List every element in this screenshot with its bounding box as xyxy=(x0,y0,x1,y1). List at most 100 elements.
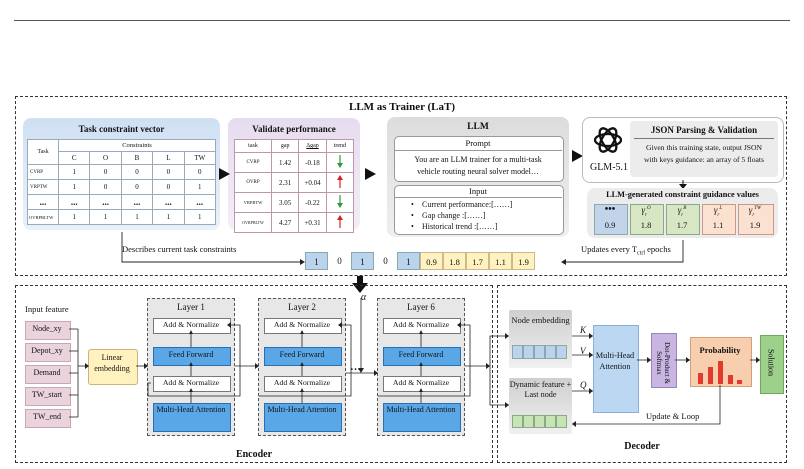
guidance-cell-dots xyxy=(594,204,628,235)
updates-label: Updates every Tctrl epochs xyxy=(581,244,671,257)
arrow-down-icon xyxy=(679,180,687,189)
vector-cell: 1 xyxy=(305,252,328,270)
linear-embedding-label: Linear embedding xyxy=(94,353,130,373)
feature-box xyxy=(25,365,71,384)
feature-box xyxy=(25,387,71,406)
decoder-mha-label: Multi-Head Attention xyxy=(595,351,635,371)
json-box xyxy=(630,121,778,177)
prompt-box xyxy=(394,136,564,182)
probability-bar xyxy=(737,380,742,384)
feed-forward-label: Feed Forward xyxy=(168,350,214,359)
layer-title: Layer 1 xyxy=(177,302,205,312)
value-label: V xyxy=(580,346,586,356)
vector-cell: 1.1 xyxy=(489,252,512,270)
encoder-label: Encoder xyxy=(235,449,273,460)
guidance-cell-tw xyxy=(738,204,774,235)
guidance-value: 1.1 xyxy=(712,220,724,230)
input-item: Gap change :[……] xyxy=(422,211,486,220)
add-normalize-label: Add & Normalize xyxy=(392,320,450,329)
vector-cell: 1.9 xyxy=(512,252,535,270)
constraint-table: Task Constraints C O B L TW CVRP 1 0 0 0… xyxy=(27,139,217,225)
feature-box xyxy=(25,321,71,340)
input-bullet: • xyxy=(411,211,414,220)
layer-title: Layer 6 xyxy=(407,302,435,312)
dynamic-feature-label: Dynamic feature + Last node xyxy=(509,380,572,399)
linear-embedding-box xyxy=(88,349,138,385)
embedding-cell xyxy=(556,345,567,359)
prompt-label: Prompt xyxy=(465,138,491,148)
guidance-symbol-l: γrL xyxy=(713,205,723,218)
validate-task: OVRPBLTW xyxy=(234,212,272,233)
probability-bars xyxy=(698,361,742,384)
json-divider xyxy=(634,138,774,139)
feature-label: Node_xy xyxy=(32,324,62,333)
mha-box xyxy=(153,403,231,432)
dynamic-cell xyxy=(534,415,545,428)
guidance-symbol-o: γrO xyxy=(641,205,651,218)
probability-bar xyxy=(728,375,733,384)
constraint-cell: 1 xyxy=(183,209,217,225)
arrow-icon xyxy=(572,150,583,162)
llm-trainer-title: LLM as Trainer (LaT) xyxy=(348,101,456,113)
json-title: JSON Parsing & Validation xyxy=(650,125,758,135)
probability-bar xyxy=(708,367,713,384)
input-box xyxy=(394,185,564,235)
encoder-connectors xyxy=(69,298,490,418)
trend-down-icon xyxy=(336,155,343,168)
guidance-cell-o xyxy=(630,204,664,235)
arrow-icon xyxy=(219,168,230,180)
validate-table: task gap Δgap trend CVRP 1.42 -0.18 OVRP… xyxy=(234,139,355,233)
probability-bar xyxy=(718,361,723,384)
input-feature-title: Input feature xyxy=(25,304,69,314)
mha-box xyxy=(383,403,461,432)
embedding-cell xyxy=(523,345,534,359)
add-normalize-label: Add & Normalize xyxy=(273,320,331,329)
vector-cell: 1 xyxy=(397,252,420,270)
feed-forward-label: Feed Forward xyxy=(398,350,444,359)
mha-box xyxy=(264,403,342,432)
prompt-text-line2: vehicle routing neural solver model… xyxy=(417,167,539,176)
layers-ellipsis: … xyxy=(350,361,361,373)
decoder-mha-box xyxy=(593,325,639,413)
mha-label: Multi-Head Attention xyxy=(267,405,337,414)
dynamic-cell xyxy=(523,415,534,428)
json-text-line1: Given this training state, output JSON xyxy=(645,143,762,152)
feature-label: TW_start xyxy=(31,390,63,399)
add-normalize-label: Add & Normalize xyxy=(273,378,331,387)
add-normalize-label: Add & Normalize xyxy=(392,378,450,387)
embedding-cell xyxy=(512,345,523,359)
guidance-vector: 1 0 1 0 1 0.9 1.8 1.7 1.1 1.9 xyxy=(305,252,535,270)
dynamic-feature-vector xyxy=(512,415,567,428)
query-label: Q xyxy=(580,380,587,390)
dynamic-cell xyxy=(512,415,523,428)
feature-label: TW_end xyxy=(33,412,61,421)
constraint-col-header: TW xyxy=(183,151,217,165)
top-rule xyxy=(14,20,790,21)
embedding-cell xyxy=(545,345,556,359)
guidance-cell-l xyxy=(702,204,736,235)
guidance-value: 1.7 xyxy=(676,220,688,230)
glm-logo-icon xyxy=(593,127,623,153)
vector-cell: 1 xyxy=(351,252,374,270)
validate-gap: 4.27 xyxy=(270,212,300,233)
input-item: Historical trend :[……] xyxy=(422,222,498,231)
json-text-line2: with keys guidance: an array of 5 floats xyxy=(644,155,764,164)
solution-box xyxy=(760,335,784,394)
decoder-connectors xyxy=(489,333,760,427)
feature-box xyxy=(25,343,71,362)
input-divider xyxy=(394,197,562,198)
guidance-value: 1.8 xyxy=(640,220,652,230)
feature-label: Demand xyxy=(33,368,61,377)
llm-card-title: LLM xyxy=(467,122,489,132)
connector-lines xyxy=(121,232,684,265)
feature-label: Depot_xy xyxy=(31,346,63,355)
guidance-title: LLM-generated constraint guidance values xyxy=(606,190,759,199)
add-normalize-label: Add & Normalize xyxy=(162,378,220,387)
validate-card-title: Validate performance xyxy=(252,124,336,134)
arrow-icon xyxy=(365,168,376,180)
add-normalize-label: Add & Normalize xyxy=(162,320,220,329)
describes-label: Describes current task constraints xyxy=(122,244,237,254)
feature-box xyxy=(25,409,71,428)
mha-label: Multi-Head Attention xyxy=(156,405,226,414)
node-embedding-label: Node embedding xyxy=(511,315,570,325)
